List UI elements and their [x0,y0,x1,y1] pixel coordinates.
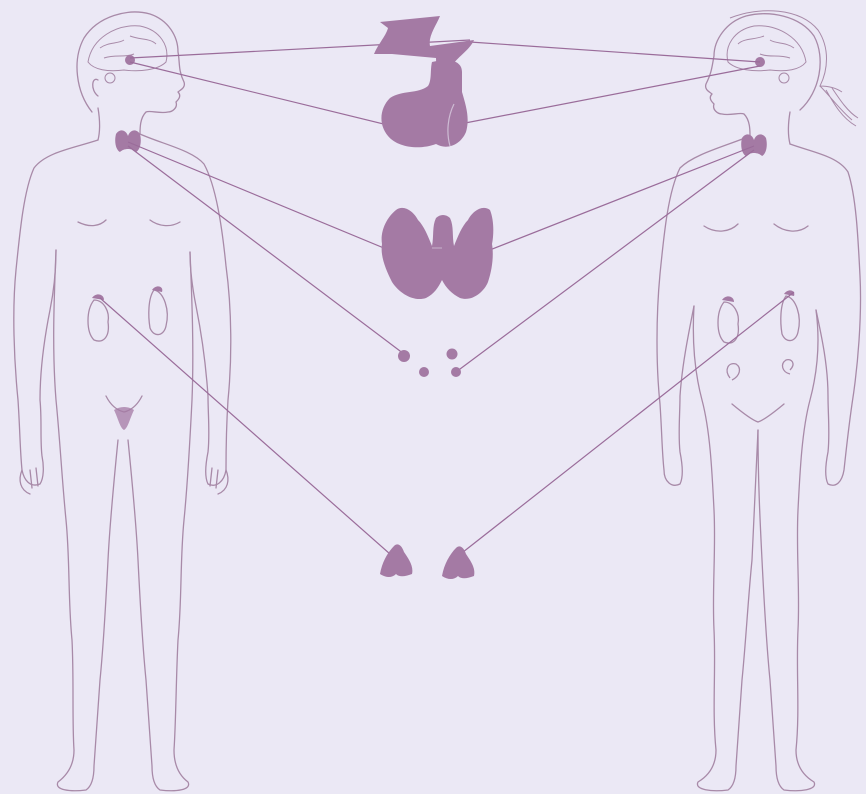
female-adrenal-left [722,296,734,302]
line-female-adrenal [458,292,794,556]
line-male-thyroid-parathyroid [128,146,404,354]
male-testes [114,407,134,430]
adrenal-icon [380,544,474,579]
male-ear [93,79,98,96]
female-ovaries [727,360,793,380]
female-body-right-side [790,144,861,485]
male-thyroid [115,130,141,152]
line-female-brain-thyroid-gland [460,66,760,124]
line-female-brain-pituitary [470,42,760,62]
female-hips [732,404,784,422]
female-right-leg [758,310,818,791]
female-head [706,14,821,136]
female-left-leg [693,306,758,791]
female-figure-outline [657,14,861,791]
male-brain [88,26,167,83]
female-thyroid [741,134,767,156]
male-figure-outline [14,12,231,791]
adrenal-right-gland [442,546,474,579]
male-body-right-side [140,134,231,485]
thyroid-icon [382,208,494,299]
male-chest [78,220,180,226]
male-right-leg [128,252,193,791]
male-head [77,12,184,134]
female-chest [704,224,808,231]
female-neck [789,112,791,144]
female-brain [727,26,806,83]
line-male-brain-thyroid-gland [130,62,400,128]
line-male-adrenal [100,298,390,554]
male-neck [98,108,100,140]
pituitary-icon [374,16,474,147]
line-female-thyroid-parathyroid [456,150,754,372]
male-body-left-side [14,140,98,485]
male-pituitary-dot [125,55,135,65]
parathyroid-icon [398,349,461,378]
